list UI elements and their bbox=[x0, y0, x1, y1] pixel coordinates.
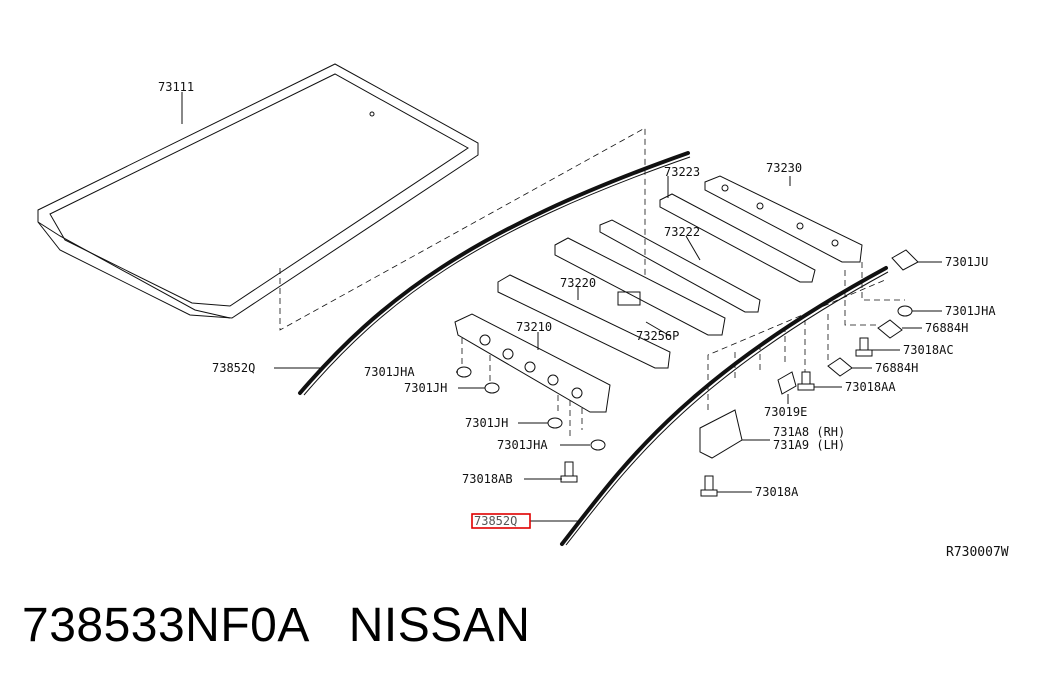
roof-rail-right bbox=[560, 266, 889, 546]
dashed-guides bbox=[279, 127, 905, 440]
roof-bow-73210 bbox=[454, 313, 611, 413]
label-7301JH-left: 7301JH bbox=[404, 381, 447, 395]
bracket-731A8 bbox=[699, 409, 743, 459]
label-73256P: 73256P bbox=[636, 329, 679, 343]
label-73230: 73230 bbox=[766, 161, 802, 175]
roof-bow-73222 bbox=[554, 219, 761, 336]
label-73018AB: 73018AB bbox=[462, 472, 513, 486]
label-73223: 73223 bbox=[664, 165, 700, 179]
part-number: 738533NF0A bbox=[22, 599, 308, 652]
roof-rail-left bbox=[298, 151, 691, 396]
highlight-box bbox=[471, 513, 531, 529]
diagram-reference: R730007W bbox=[946, 545, 1009, 560]
label-731A8: 731A8 (RH) bbox=[773, 425, 845, 439]
label-76884H-a: 76884H bbox=[925, 321, 968, 335]
label-76884H-b: 76884H bbox=[875, 361, 918, 375]
roof-header-73230 bbox=[704, 175, 863, 263]
part-caption: 738533NF0A NISSAN bbox=[22, 598, 530, 653]
label-7301JH-low: 7301JH bbox=[465, 416, 508, 430]
label-73018A: 73018A bbox=[755, 485, 799, 499]
roof-bow-73220 bbox=[497, 274, 671, 369]
label-73220: 73220 bbox=[560, 276, 596, 290]
label-73222: 73222 bbox=[664, 225, 700, 239]
leader-lines bbox=[181, 92, 942, 522]
label-73019E: 73019E bbox=[764, 405, 807, 419]
label-73852Q: 73852Q bbox=[212, 361, 255, 375]
label-73210: 73210 bbox=[516, 320, 552, 334]
label-7301JU: 7301JU bbox=[945, 255, 988, 269]
brand-name: NISSAN bbox=[348, 599, 531, 652]
label-7301JHA-low: 7301JHA bbox=[497, 438, 548, 452]
label-73018AC: 73018AC bbox=[903, 343, 954, 357]
label-73018AA: 73018AA bbox=[845, 380, 896, 394]
roof-panel bbox=[37, 63, 479, 319]
roof-bow-73223 bbox=[659, 193, 816, 283]
label-73852Q-low[interactable]: 73852Q bbox=[474, 514, 517, 528]
label-7301JHA-right: 7301JHA bbox=[945, 304, 996, 318]
label-73111: 73111 bbox=[158, 80, 194, 94]
parts-diagram: 73111 73852Q 73223 73230 73222 73220 732… bbox=[37, 63, 1009, 560]
label-7301JHA-left: 7301JHA bbox=[364, 365, 415, 379]
fasteners bbox=[456, 249, 919, 497]
label-731A9: 731A9 (LH) bbox=[773, 438, 845, 452]
